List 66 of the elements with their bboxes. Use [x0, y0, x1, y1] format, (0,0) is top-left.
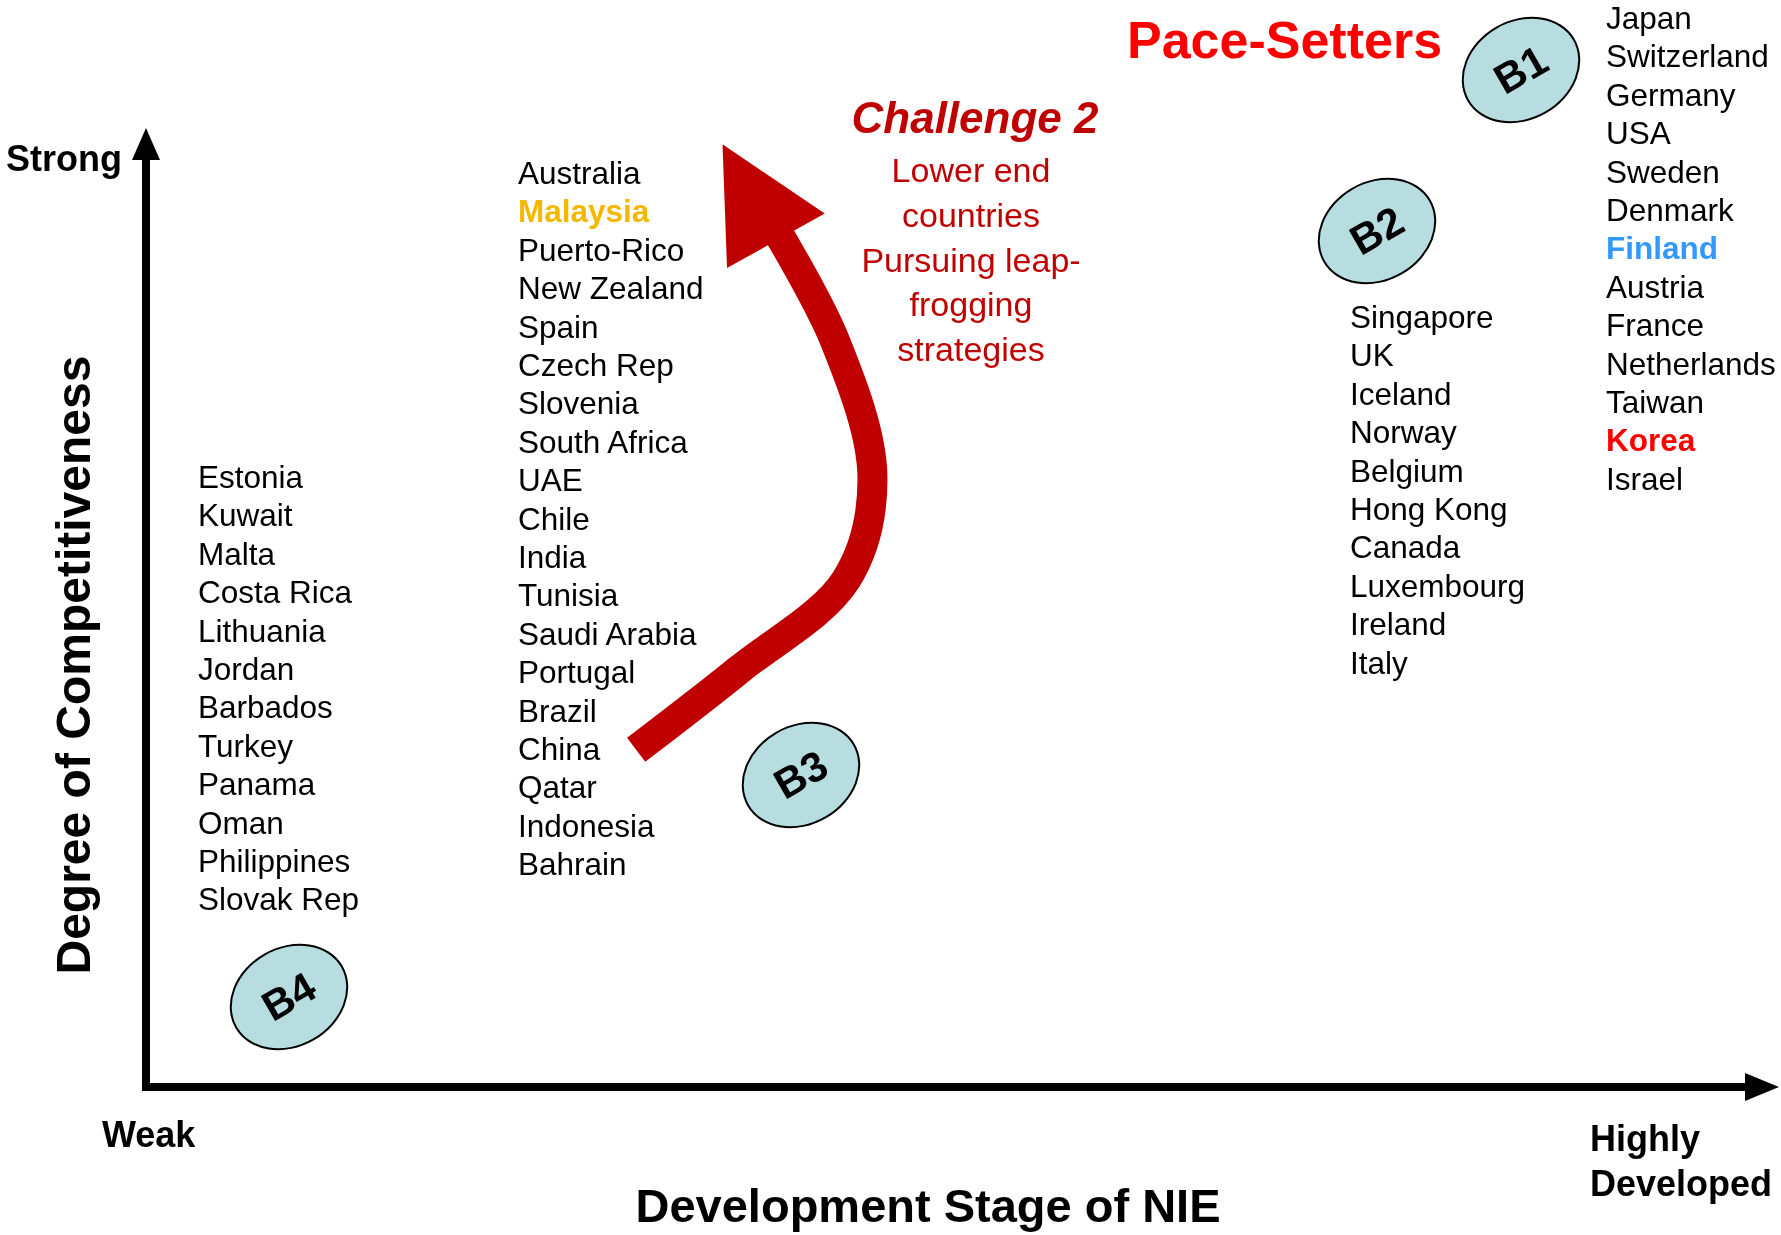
country-name: Netherlands [1606, 344, 1776, 383]
challenge-title: Challenge 2 [851, 92, 1099, 144]
quadrant-title: Pace-Setters [1127, 12, 1443, 68]
country-name: Malta [198, 534, 276, 573]
country-name: Portugal [518, 653, 636, 692]
country-name: Puerto-Rico [518, 230, 685, 269]
badge-label: B1 [1485, 35, 1557, 105]
country-name: Malaysia [518, 192, 650, 231]
axis-title: Development Stage of NIE [635, 1180, 1221, 1232]
country-name: Slovenia [518, 384, 639, 423]
badge-label: B4 [253, 962, 325, 1032]
badge-label: B2 [1341, 196, 1413, 266]
country-name: Chile [518, 499, 590, 538]
country-name: Hong Kong [1350, 490, 1508, 528]
country-name: Switzerland [1606, 37, 1769, 76]
country-name: New Zealand [518, 269, 704, 308]
country-name: Denmark [1606, 191, 1734, 229]
country-name: Costa Rica [198, 573, 353, 612]
country-name: Australia [518, 154, 641, 192]
country-name: Kuwait [198, 496, 293, 535]
country-name: India [518, 538, 587, 576]
axis-title: Degree of Competitiveness [48, 355, 100, 975]
country-name: Philippines [198, 842, 351, 880]
country-name: Turkey [198, 726, 294, 765]
country-name: Qatar [518, 768, 597, 807]
country-name: Spain [518, 307, 599, 346]
country-name: Indonesia [518, 806, 655, 845]
country-name: Czech Rep [518, 346, 674, 384]
country-name: Jordan [198, 650, 295, 688]
country-name: Tunisia [518, 576, 619, 615]
country-name: France [1606, 306, 1705, 345]
country-name: Saudi Arabia [518, 614, 697, 653]
country-name: Norway [1350, 413, 1457, 452]
country-name: Austria [1606, 267, 1705, 306]
country-name: Canada [1350, 528, 1461, 567]
country-name: Brazil [518, 691, 597, 730]
country-name: Israel [1606, 459, 1684, 498]
badge-label: B3 [765, 740, 837, 810]
country-name: Singapore [1350, 298, 1494, 336]
country-name: Finland [1606, 229, 1718, 268]
axis-end-label: Weak [102, 1116, 196, 1154]
country-name: Luxembourg [1350, 566, 1526, 605]
country-name: Barbados [198, 688, 333, 727]
challenge-description: Lower end countries Pursuing leap-frogging strategies [860, 150, 1082, 371]
axis-end-label: Strong [6, 140, 122, 178]
country-name: Estonia [198, 458, 304, 496]
country-name: Lithuania [198, 611, 326, 650]
country-name: Japan [1606, 0, 1692, 37]
country-name: Slovak Rep [198, 880, 360, 919]
axis-end-label: Highly Developed [1590, 1117, 1774, 1206]
country-name: Oman [198, 803, 284, 842]
country-name: Iceland [1350, 374, 1452, 413]
country-name: China [518, 730, 601, 768]
country-name: UAE [518, 461, 583, 500]
country-name: Sweden [1606, 152, 1720, 191]
country-name: Panama [198, 765, 316, 804]
country-name: Belgium [1350, 451, 1464, 490]
country-name: Ireland [1350, 605, 1447, 644]
country-name: Germany [1606, 75, 1736, 114]
country-name: UK [1350, 336, 1394, 375]
country-name: Italy [1350, 643, 1408, 682]
country-name: South Africa [518, 422, 688, 461]
country-name: Korea [1606, 421, 1696, 460]
country-name: Taiwan [1606, 383, 1705, 421]
country-name: Bahrain [518, 845, 627, 884]
country-name: USA [1606, 114, 1671, 153]
